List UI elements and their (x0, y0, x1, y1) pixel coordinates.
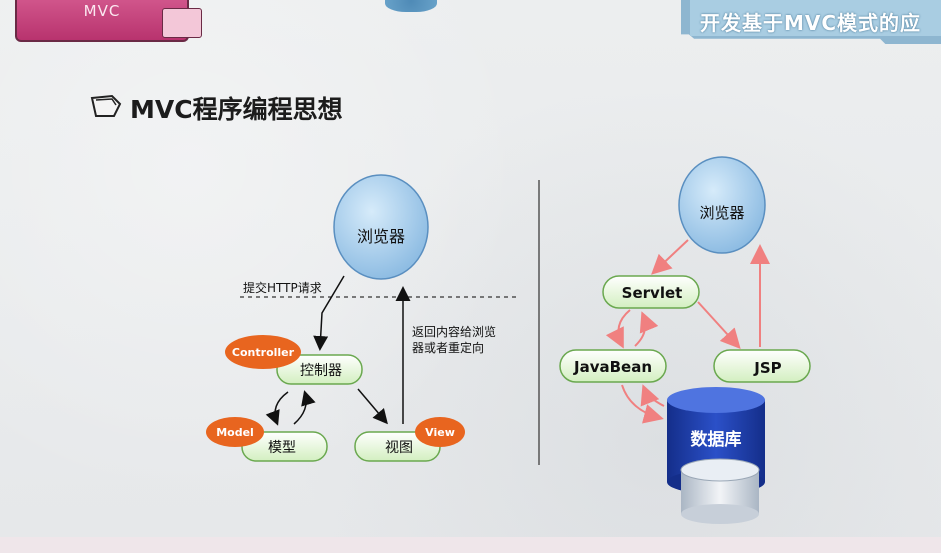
right-diagram: 浏览器 Servlet JavaBean JSP 数据库 (559, 156, 811, 524)
arrow-database-to-javabean (640, 384, 665, 407)
return-label-line1: 返回内容给浏览 (412, 324, 496, 339)
database-icon (667, 387, 765, 524)
model-tag-label: Model (216, 426, 254, 439)
submit-request-label: 提交HTTP请求 (243, 280, 322, 295)
controller-tag (225, 335, 301, 369)
controller-node (276, 354, 363, 385)
javabean-label: JavaBean (573, 358, 652, 376)
browser-label-right: 浏览器 (699, 204, 744, 222)
model-node-label: 模型 (268, 440, 296, 456)
slide-title: MVC程序编程思想 (130, 95, 343, 124)
arrow-javabean-to-servlet (634, 311, 659, 347)
controller-tag-label: Controller (232, 346, 295, 359)
arrow-model-to-controller (293, 390, 316, 425)
javabean-node (559, 349, 667, 383)
footer-band (0, 537, 941, 553)
servlet-label: Servlet (622, 284, 683, 302)
banner-title: 开发基于MVC模式的应 (700, 11, 922, 35)
browser-node-left (333, 174, 429, 280)
arrow-browser-to-servlet (651, 239, 689, 275)
servlet-node (602, 275, 700, 309)
jsp-label: JSP (753, 359, 781, 377)
browser-label-left: 浏览器 (357, 227, 405, 246)
view-node-label: 视图 (385, 440, 413, 456)
jsp-node (713, 349, 811, 383)
browser-node-right (678, 156, 766, 254)
left-diagram: 浏览器 提交HTTP请求 返回内容给浏览 器或者重定向 控制器 Controll… (206, 174, 518, 462)
return-label-line2: 器或者重定向 (412, 340, 484, 355)
arrow-controller-to-view (357, 388, 388, 425)
controller-node-label: 控制器 (300, 363, 342, 379)
bullet-folder-icon (90, 94, 122, 117)
mvc-tab-label: MVC (83, 2, 121, 20)
database-label: 数据库 (691, 429, 742, 450)
mvc-tab: MVC (15, 0, 189, 42)
view-tag-label: View (425, 426, 455, 439)
arrow-servlet-to-jsp (697, 301, 741, 349)
arrow-controller-to-model (265, 391, 289, 426)
banner-inner (690, 0, 941, 36)
arrow-browser-to-controller (313, 275, 345, 351)
top-decoration-blob (385, 0, 437, 12)
model-tag (206, 417, 264, 447)
tab-notch-decoration (162, 8, 202, 38)
arrow-servlet-to-javabean (605, 309, 631, 349)
arrow-javabean-to-database (621, 384, 664, 424)
view-tag (415, 417, 465, 447)
